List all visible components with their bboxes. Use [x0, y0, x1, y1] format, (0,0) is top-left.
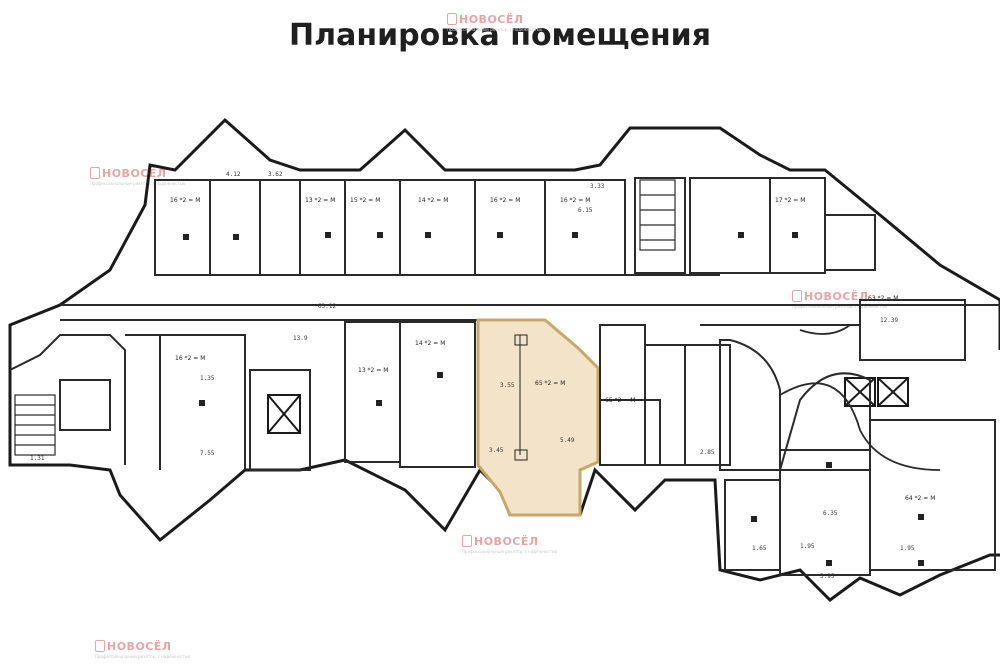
room-label: 15 *2 = M — [350, 197, 380, 204]
dimension-label: 5.49 — [560, 437, 575, 444]
room-label: 65 *2 = M — [535, 380, 565, 387]
watermark-bottom: НОВОСЁЛ Профессиональный риэлтор, с надё… — [95, 640, 191, 659]
room-label: 14 *2 = M — [418, 197, 448, 204]
dimension-label: 6.15 — [578, 207, 593, 214]
room-label: 16 *2 = M — [560, 197, 590, 204]
dimension-label: 6.35 — [823, 510, 838, 517]
dimension-label: 63.12 — [318, 303, 336, 310]
room-label: 16 *2 = M — [175, 355, 205, 362]
room-label: 13 *2 = M — [358, 367, 388, 374]
dimension-label: 1.35 — [200, 375, 215, 382]
room-label: 17 *2 = M — [775, 197, 805, 204]
dimension-label: 3.62 — [268, 171, 283, 178]
selected-unit — [476, 318, 600, 517]
watermark-top: НОВОСЁЛ Профессиональный риэлтор, с надё… — [447, 13, 543, 32]
brand-logo-icon — [95, 640, 105, 652]
dimension-label: 1.31 — [30, 455, 45, 462]
room-label: 63 *2 = M — [868, 295, 898, 302]
watermark-center: НОВОСЁЛ Профессиональный риэлтор, с надё… — [462, 535, 558, 554]
dimension-label: 1.95 — [800, 543, 815, 550]
brand-logo-icon — [447, 13, 457, 25]
room-label: 65 *2 = M — [605, 397, 635, 404]
dimension-label: 2.85 — [700, 449, 715, 456]
room-label: 14 *2 = M — [415, 340, 445, 347]
dimension-label: 3.33 — [590, 183, 605, 190]
brand-logo-icon — [462, 535, 472, 547]
room-label: 16 *2 = M — [490, 197, 520, 204]
dimension-label: 3.55 — [500, 382, 515, 389]
elevator-icon — [267, 394, 301, 434]
room-label: 13 *2 = M — [305, 197, 335, 204]
brand-logo-icon — [792, 290, 802, 302]
dimension-label: 1.65 — [752, 545, 767, 552]
room-label: 64 *2 = M — [905, 495, 935, 502]
stair-top-icon — [639, 179, 676, 251]
elevator-icon — [844, 377, 876, 407]
elevator-icon — [877, 377, 909, 407]
watermark-right: НОВОСЁЛ Профессиональный риэлтор, с надё… — [792, 290, 888, 309]
dimension-label: 3.45 — [489, 447, 504, 454]
dimension-label: 3.95 — [820, 573, 835, 580]
room-label: 16 *2 = M — [170, 197, 200, 204]
brand-logo-icon — [90, 167, 100, 179]
dimension-label: 12.39 — [880, 317, 898, 324]
dimension-label: 7.55 — [200, 450, 215, 457]
building-outline — [8, 117, 1000, 370]
dimension-label: 13.9 — [293, 335, 308, 342]
dimension-label: 1.95 — [900, 545, 915, 552]
page-title: Планировка помещения — [289, 18, 711, 53]
dimension-label: 4.12 — [226, 171, 241, 178]
